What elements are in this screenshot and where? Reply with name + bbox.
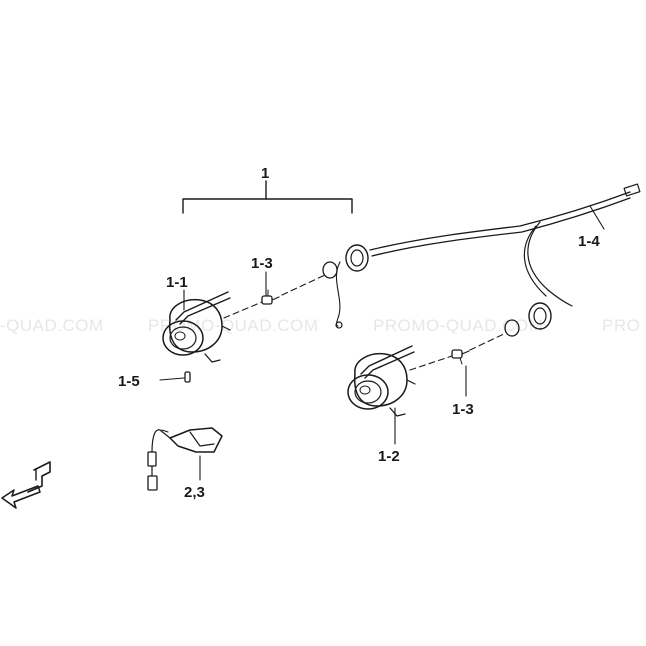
wire-harness-icon [335, 183, 641, 329]
watermark-text: PROMO-QUAD.COM [373, 316, 543, 335]
callout-bulb-left: 1-3 [251, 255, 273, 272]
front-arrow-icon [1, 461, 51, 509]
callout-left-lamp: 1-1 [166, 274, 188, 291]
fog-lamp-icon [347, 345, 416, 417]
callout-assembly: 1 [261, 165, 269, 182]
leader-lines [159, 271, 467, 481]
bulb-icon [451, 349, 470, 365]
callout-bulb-right: 1-3 [452, 401, 474, 418]
watermark-text: PRO [602, 316, 640, 335]
watermark-text: -QUAD.COM [0, 316, 104, 335]
grommet-icon [322, 244, 552, 337]
bulb-icon [261, 289, 280, 305]
callout-harness: 1-4 [578, 233, 600, 250]
callout-screw: 1-5 [118, 373, 140, 390]
assembly-bracket [182, 180, 353, 214]
screw-icon [184, 371, 191, 383]
switch-icon [147, 427, 223, 491]
callout-right-lamp: 1-2 [378, 448, 400, 465]
fog-lamp-icon [162, 291, 231, 363]
callout-switch: 2,3 [184, 484, 205, 501]
watermark-text: PROMO-QUAD.COM [148, 316, 318, 335]
watermark: -QUAD.COM PROMO-QUAD.COM PROMO-QUAD.COM … [0, 316, 640, 335]
